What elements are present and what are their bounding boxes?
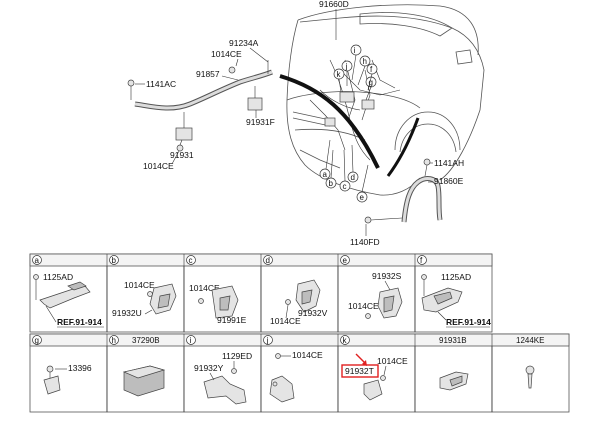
svg-text:1014CE: 1014CE [124,280,155,290]
main-part-labels: 91660D 91234A 1014CE 91857 1141AC 91931F… [135,0,464,247]
svg-text:f: f [420,256,423,265]
parts-table [29,253,570,413]
left-harness-assembly [127,60,273,152]
label-91931F: 91931F [246,117,275,127]
vehicle-callouts: i h j k f g a b c d e [319,44,378,203]
code-1244KE: 1244KE [516,336,544,345]
label-91860E: 91860E [434,176,464,186]
svg-text:h: h [363,57,367,66]
cell-j: 1014CE [269,350,323,403]
svg-text:91991E: 91991E [217,315,247,325]
cell-h [122,365,166,397]
label-91660D: 91660D [319,0,349,9]
cell-a: 1125AD REF.91-914 [33,272,104,328]
svg-text:i: i [190,336,192,345]
cell-1244KE [525,365,535,389]
svg-text:b: b [112,256,117,265]
svg-text:a: a [35,256,40,265]
label-1014CE-top: 1014CE [211,49,242,59]
cell-d: 91932V 1014CE [270,279,328,326]
svg-text:h: h [112,336,116,345]
cell-91931B [439,371,469,391]
svg-text:i: i [354,46,356,55]
svg-text:d: d [351,173,355,182]
svg-text:1125AD: 1125AD [441,272,471,282]
cell-c: 1014CE 91991E [189,283,247,325]
assembly-pointer-band-2 [386,117,420,177]
svg-text:a: a [323,170,328,179]
battery-cable-assembly [364,158,443,224]
svg-text:k: k [337,70,342,79]
row1-headers: a b c d e f [32,255,427,265]
assembly-pointer-band [279,74,380,169]
label-91234A: 91234A [229,38,259,48]
svg-text:1014CE: 1014CE [377,356,408,366]
highlight-box-91932T [341,364,379,378]
label-91857: 91857 [196,69,220,79]
svg-text:j: j [266,336,269,345]
label-1014CE-left: 1014CE [143,161,174,171]
cell-f: 1125AD REF.91-914 [421,272,491,328]
label-1141AH: 1141AH [434,158,464,168]
cell-i: 1129ED 91932Y [194,351,252,405]
svg-text:d: d [266,256,270,265]
svg-text:91932Y: 91932Y [194,363,224,373]
svg-text:f: f [370,65,373,74]
svg-text:REF.91-914: REF.91-914 [446,317,491,327]
row2-headers: g h 37290B i j k 91931B 1244KE [32,335,544,345]
svg-text:91932T: 91932T [345,366,374,376]
svg-text:c: c [343,182,347,191]
svg-text:1014CE: 1014CE [270,316,301,326]
svg-text:91932S: 91932S [372,271,402,281]
code-37290B: 37290B [132,336,160,345]
svg-text:REF.91-914: REF.91-914 [57,317,102,327]
svg-text:91932U: 91932U [112,308,142,318]
svg-text:1014CE: 1014CE [189,283,220,293]
vehicle-front-outline [286,4,485,196]
svg-text:b: b [329,179,334,188]
svg-text:1014CE: 1014CE [348,301,379,311]
svg-text:j: j [345,62,348,71]
cell-k: 91932T 1014CE [341,353,408,401]
label-91931: 91931 [170,150,194,160]
label-1141AC: 1141AC [146,79,176,89]
code-91931B: 91931B [439,336,467,345]
svg-text:1125AD: 1125AD [43,272,73,282]
svg-text:g: g [369,78,373,87]
cell-g: 13396 [43,363,92,395]
svg-text:91932V: 91932V [298,308,328,318]
svg-text:g: g [35,336,39,345]
label-1140FD: 1140FD [350,237,380,247]
svg-text:c: c [189,256,193,265]
svg-text:e: e [360,193,365,202]
svg-text:k: k [343,336,348,345]
svg-text:1129ED: 1129ED [222,351,252,361]
svg-text:e: e [343,256,348,265]
cell-b: 1014CE 91932U [112,280,177,318]
cell-e: 91932S 1014CE [348,271,403,319]
svg-text:1014CE: 1014CE [292,350,323,360]
svg-text:13396: 13396 [68,363,92,373]
